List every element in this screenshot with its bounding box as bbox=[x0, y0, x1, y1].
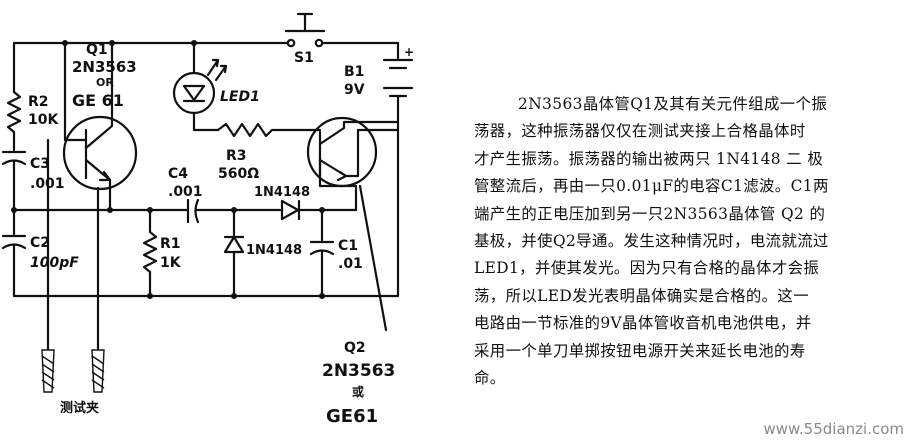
diode-lower bbox=[223, 208, 245, 298]
led1 bbox=[172, 41, 228, 132]
c1-label: C1 bbox=[338, 238, 358, 254]
c4-value: .001 bbox=[168, 184, 203, 200]
transistor-q1 bbox=[62, 41, 138, 212]
junction-dots bbox=[11, 40, 325, 299]
description-line: 才产生振荡。振荡器的输出被两只 1N4148 二 极 bbox=[474, 149, 824, 168]
battery-b1 bbox=[356, 58, 414, 132]
switch-s1 bbox=[284, 12, 326, 48]
battery-plus: + bbox=[404, 45, 414, 59]
q1-part-label: 2N3563 bbox=[72, 58, 137, 76]
r2-label: R2 bbox=[28, 94, 49, 110]
b1-label: B1 bbox=[344, 64, 364, 80]
q2-part-label: 2N3563 bbox=[322, 361, 395, 381]
q2-pointer bbox=[358, 184, 388, 332]
description-line: 荡，所以LED发光表明晶体确实是合格的。这一 bbox=[474, 286, 810, 305]
description-line: 管整流后，再由一只0.01μF的电容C1滤波。C1两 bbox=[474, 177, 829, 196]
circuit-description: 2N3563晶体管Q1及其有关元件组成一个振 荡器，这种振荡器仅仅在测试夹接上合… bbox=[474, 91, 906, 392]
test-clip-icons[interactable] bbox=[41, 349, 105, 393]
top-rail-wire-right bbox=[320, 41, 400, 60]
q2-alt-label: GE61 bbox=[326, 406, 378, 427]
s1-label: S1 bbox=[294, 50, 314, 66]
capacitor-c4 bbox=[148, 198, 236, 224]
diode-lower-label: 1N4148 bbox=[246, 243, 302, 258]
description-line: 端产生的正电压加到另一只2N3563晶体管 Q2 的 bbox=[474, 204, 826, 223]
diode-upper bbox=[232, 199, 358, 221]
capacitor-c1 bbox=[309, 208, 335, 298]
c3-label: C3 bbox=[30, 156, 50, 172]
c2-value: 100pF bbox=[30, 255, 79, 271]
r2-value: 10K bbox=[28, 112, 59, 128]
r1-value: 1K bbox=[160, 255, 182, 271]
diode-upper-label: 1N4148 bbox=[254, 185, 310, 200]
q1-label: Q1 bbox=[86, 42, 108, 58]
q2-label: Q2 bbox=[344, 340, 366, 356]
capacitor-c3 bbox=[1, 150, 27, 212]
watermark: www.55dianzi.com bbox=[763, 420, 904, 438]
description-line: LED1，并使其发光。因为只有合格的晶体才会振 bbox=[474, 259, 820, 278]
c4-label: C4 bbox=[168, 166, 188, 182]
resistor-r3 bbox=[216, 122, 322, 138]
resistor-r1 bbox=[142, 208, 158, 298]
r1-label: R1 bbox=[160, 236, 181, 252]
q1-or-label: OR bbox=[96, 76, 114, 89]
c3-value: .001 bbox=[30, 176, 65, 192]
description-line: 基极，并使Q2导通。发生这种情况时，电流就流过 bbox=[474, 232, 829, 251]
r3-value: 560Ω bbox=[218, 166, 259, 182]
q1-alt-label: GE 61 bbox=[72, 91, 124, 110]
description-line: 电路由一节标准的9V晶体管收音机电池供电，并 bbox=[474, 314, 812, 333]
transistor-q2 bbox=[306, 116, 400, 188]
test-clip-label: 测试夹 bbox=[60, 401, 100, 416]
description-line: 荡器，这种振荡器仅仅在测试夹接上合格晶体时 bbox=[474, 122, 806, 141]
description-line: 命。 bbox=[474, 369, 506, 388]
led-label: LED1 bbox=[220, 89, 260, 105]
description-line: 2N3563晶体管Q1及其有关元件组成一个振 bbox=[518, 95, 828, 113]
c1-value: .01 bbox=[338, 256, 363, 272]
description-line: 采用一个单刀单掷按钮电源开关来延长电池的寿 bbox=[474, 341, 806, 360]
b1-value: 9V bbox=[344, 82, 365, 98]
q2-or-label: 或 bbox=[352, 384, 364, 399]
bottom-rail-wire bbox=[12, 128, 400, 298]
capacitor-c2 bbox=[1, 234, 27, 298]
resistor-r2 bbox=[6, 90, 22, 152]
r3-label: R3 bbox=[226, 148, 247, 164]
c2-label: C2 bbox=[30, 235, 50, 251]
